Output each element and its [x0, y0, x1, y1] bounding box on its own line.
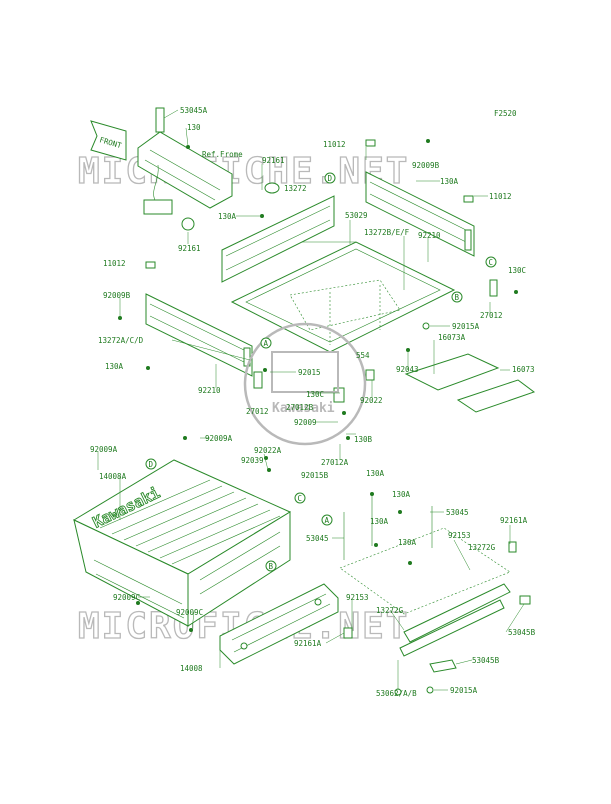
- callout-a-left-label: A: [264, 339, 269, 348]
- mats: [404, 353, 536, 413]
- part-label: 13272B/E/F: [364, 228, 410, 237]
- part-label: 92015A: [452, 322, 480, 331]
- part-label: 11012: [103, 259, 126, 268]
- part-label: 11012: [489, 192, 512, 201]
- part-label: 92009: [294, 418, 317, 427]
- left-side-panel: [145, 261, 253, 377]
- part-label: 130A: [105, 362, 124, 371]
- callout-c-right-label: C: [489, 258, 494, 267]
- part-label: 92015A: [450, 686, 478, 695]
- right-side-panel: [365, 139, 475, 257]
- callout-d-panel-label: D: [328, 174, 333, 183]
- part-label: 53045: [306, 534, 329, 543]
- part-label: 130B: [354, 435, 373, 444]
- part-label: 27012: [246, 407, 269, 416]
- part-label: 92009A: [205, 434, 233, 443]
- callout-d-basket: [145, 458, 157, 470]
- part-label: 92153: [346, 593, 369, 602]
- part-label: 92009B: [103, 291, 131, 300]
- part-label: 130A: [218, 212, 237, 221]
- part-label: 130C: [306, 390, 324, 399]
- lower-frame: [339, 492, 531, 696]
- part-label: 92039: [241, 456, 264, 465]
- cargo-basket: Kawasaki: [72, 436, 292, 632]
- part-label: 130A: [370, 517, 389, 526]
- callout-d-panel: [324, 172, 336, 184]
- callout-b-basket: [265, 560, 277, 572]
- cargo-floor-panel: [230, 241, 456, 353]
- part-label: 13272: [284, 184, 307, 193]
- part-label: 92009C: [113, 593, 140, 602]
- part-label: 16073: [512, 365, 535, 374]
- part-label: 92210: [198, 386, 221, 395]
- part-label: 92161A: [500, 516, 528, 525]
- part-label: 14008A: [99, 472, 127, 481]
- part-label: 554: [356, 351, 370, 360]
- part-label: 13272A/C/D: [98, 336, 144, 345]
- part-label: 27012: [480, 311, 503, 320]
- part-label: 13272G: [468, 543, 496, 552]
- part-label: 16073A: [438, 333, 466, 342]
- part-label: 130: [187, 123, 201, 132]
- part-label: 130A: [392, 490, 411, 499]
- part-label: 92161: [262, 156, 285, 165]
- part-label: 92009B: [412, 161, 440, 170]
- part-label: 130A: [398, 538, 417, 547]
- part-label: 53045A: [180, 106, 208, 115]
- part-label: 92022A: [254, 446, 282, 455]
- part-label: 130A: [366, 469, 385, 478]
- callout-a-left: [260, 337, 272, 349]
- part-label: 27012A: [321, 458, 349, 467]
- part-label: 53045B: [472, 656, 500, 665]
- callout-b-right: [451, 291, 463, 303]
- part-label: 92015: [298, 368, 321, 377]
- callout-a-small-label: A: [325, 516, 330, 525]
- part-label: 92161: [178, 244, 201, 253]
- ref-frame-label: Ref.Frome: [202, 150, 243, 159]
- callout-c-basket-label: C: [298, 494, 303, 503]
- callout-b-basket-label: B: [269, 562, 274, 571]
- part-label: 53029: [345, 211, 368, 220]
- part-label: 92161A: [294, 639, 322, 648]
- callout-a-small: [321, 514, 333, 526]
- part-label: 14008: [180, 664, 203, 673]
- callout-b-right-label: B: [455, 293, 460, 302]
- logo-text: Kawasaki: [272, 401, 335, 416]
- part-label: 27012B: [286, 403, 314, 412]
- part-label: 130A: [440, 177, 459, 186]
- figure-code: F2520: [494, 109, 517, 118]
- watermark-top: MICROFICHE.NET: [78, 151, 409, 192]
- part-label: 11012: [323, 140, 346, 149]
- part-label: 53045B: [508, 628, 536, 637]
- leader-lines: [97, 109, 525, 691]
- reference-callouts: D C B A D C B A: [145, 172, 497, 572]
- callout-c-right: [485, 256, 497, 268]
- part-label: 53045: [446, 508, 469, 517]
- part-label: 53062/A/B: [376, 689, 417, 698]
- callout-d-basket-label: D: [149, 460, 154, 469]
- bracket-assembly: [137, 107, 280, 231]
- part-label: 92022: [360, 396, 383, 405]
- part-label: 92043: [396, 365, 419, 374]
- part-label: 130C: [508, 266, 526, 275]
- part-label: 92009C: [176, 608, 203, 617]
- callout-c-basket: [294, 492, 306, 504]
- part-label: 13272G: [376, 606, 404, 615]
- part-labels: 53045A 130 92161 13272 92161 130A 11012 …: [90, 106, 536, 698]
- part-label: 92009A: [90, 445, 118, 454]
- front-arrow: FRONT: [90, 120, 127, 161]
- part-label: 92015B: [301, 471, 329, 480]
- rear-side-panel: [221, 195, 335, 283]
- part-label: 92210: [418, 231, 441, 240]
- part-label: 92153: [448, 531, 471, 540]
